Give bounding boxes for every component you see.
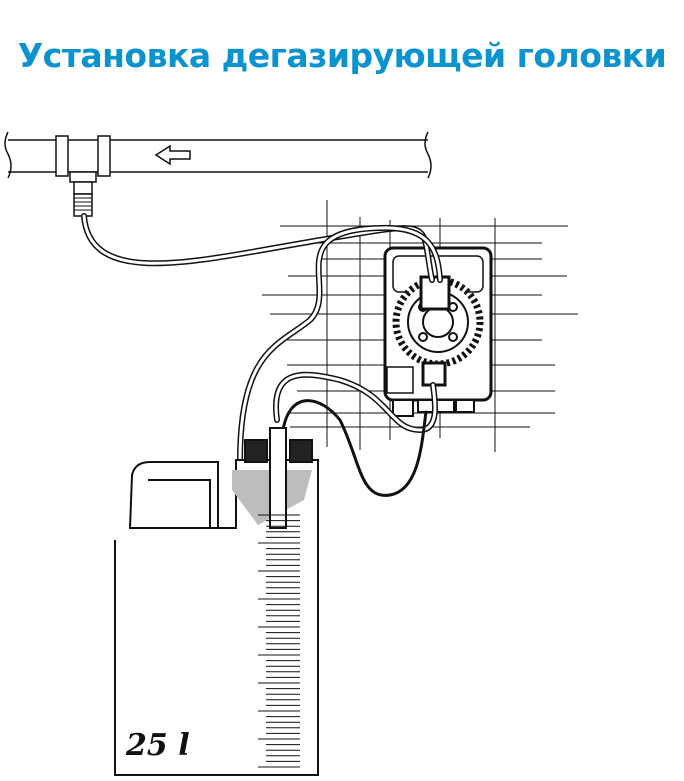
chemical-tank xyxy=(114,427,319,776)
graduated-scale xyxy=(258,514,300,768)
page-title: Установка дегазирующей головки xyxy=(17,36,667,75)
electrical-cable xyxy=(281,399,428,497)
tank-volume-label: 25 l xyxy=(126,728,190,763)
flow-direction-arrow xyxy=(154,144,191,166)
dosing-pump xyxy=(383,246,493,417)
pipe xyxy=(4,131,432,179)
tubing xyxy=(81,213,443,497)
tee-fitting xyxy=(55,135,111,217)
